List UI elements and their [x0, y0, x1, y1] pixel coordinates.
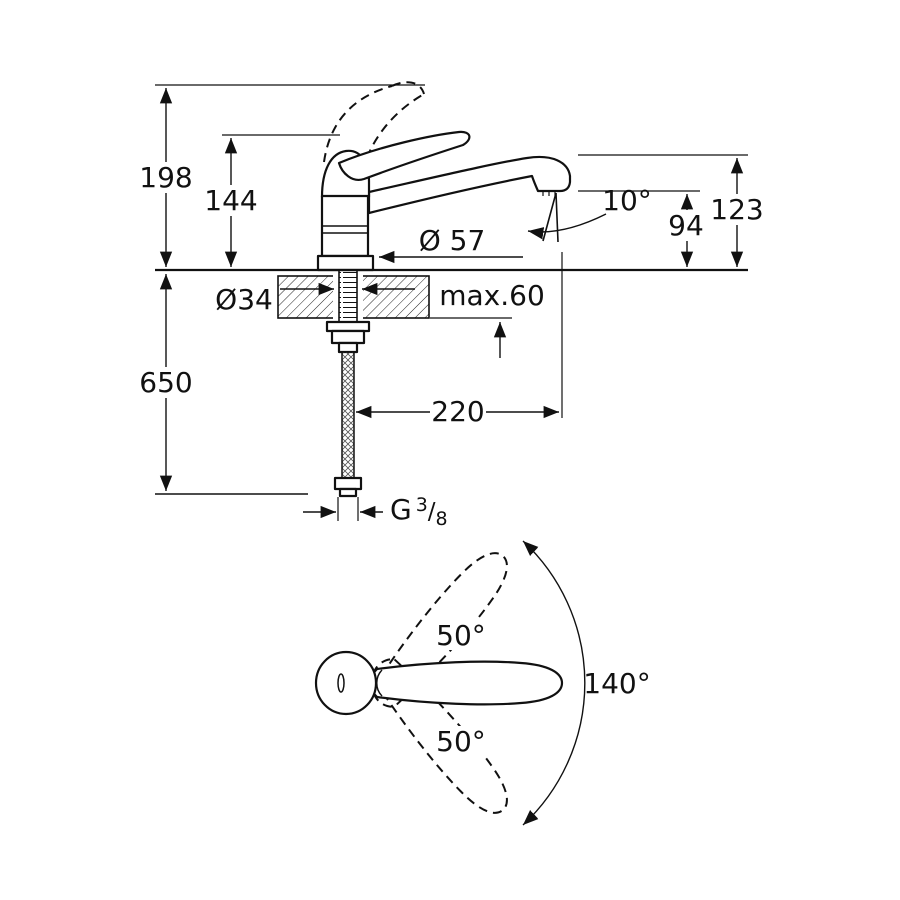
- dim-220-label: 220: [431, 395, 484, 428]
- mounting-washer: [325, 320, 371, 333]
- tilt-line: [542, 192, 557, 242]
- tilt-leader-arrow: [527, 213, 607, 240]
- tilt-line: [555, 192, 559, 243]
- label-bg: [709, 194, 765, 225]
- dim-34-label: Ø34: [215, 283, 273, 316]
- dim-198-label: 198: [139, 161, 192, 194]
- label-bg: [586, 668, 648, 698]
- top-view-handle: [369, 660, 564, 706]
- handle-dashed-outline: [372, 552, 508, 708]
- hose-fitting-tip: [338, 487, 358, 498]
- side-view: 198 144 123 94 10° Ø 57 Ø34 max.60: [138, 81, 765, 530]
- dim-50deg-lower-label: 50°: [436, 725, 486, 758]
- thread-prefix: G: [390, 493, 412, 526]
- handle-dashed-edge: [323, 85, 393, 163]
- swivel-arc: [522, 540, 586, 826]
- label-bg: [430, 396, 486, 427]
- label-bg: [662, 210, 710, 241]
- dim-144-label: 144: [204, 184, 257, 217]
- thread-slash: /: [428, 499, 436, 525]
- cartridge-mark: [337, 673, 345, 693]
- hose-connector: [337, 341, 359, 354]
- label-bg: [214, 283, 276, 313]
- handle-dashed-edge: [361, 93, 425, 173]
- faucet-lever: [337, 130, 471, 181]
- dim-140deg-label: 140°: [583, 667, 650, 700]
- supply-hose: [341, 351, 355, 479]
- threaded-shank: [338, 269, 358, 323]
- top-view: 50° 140° 50°: [314, 540, 651, 826]
- label-bg: [442, 281, 542, 311]
- dim-123-label: 123: [710, 193, 763, 226]
- top-view-body: [314, 650, 378, 716]
- tilt-annotation: 10°: [527, 184, 652, 243]
- label-bg: [435, 726, 487, 756]
- dim-50deg-upper-label: 50°: [436, 619, 486, 652]
- label-bg: [435, 620, 487, 650]
- dim-94-label: 94: [668, 209, 704, 242]
- dim-650-label: 650: [139, 366, 192, 399]
- thread-numerator: 3: [416, 494, 428, 516]
- dim-10deg-label: 10°: [602, 184, 652, 217]
- handle-dashed-tip: [391, 81, 425, 95]
- faucet-spout: [367, 155, 572, 215]
- mounting-nut: [330, 329, 366, 345]
- label-bg: [138, 367, 194, 398]
- dim-max60-label: max.60: [439, 279, 545, 312]
- thread-denominator: 8: [436, 508, 448, 530]
- base-flange: [316, 254, 375, 272]
- label-bg: [138, 162, 194, 193]
- label-bg: [203, 185, 259, 216]
- handle-neck-line: [376, 669, 383, 697]
- hose-fitting: [333, 476, 363, 491]
- dim-57-label: Ø 57: [419, 224, 486, 257]
- handle-swing-up-dashed: [372, 552, 508, 708]
